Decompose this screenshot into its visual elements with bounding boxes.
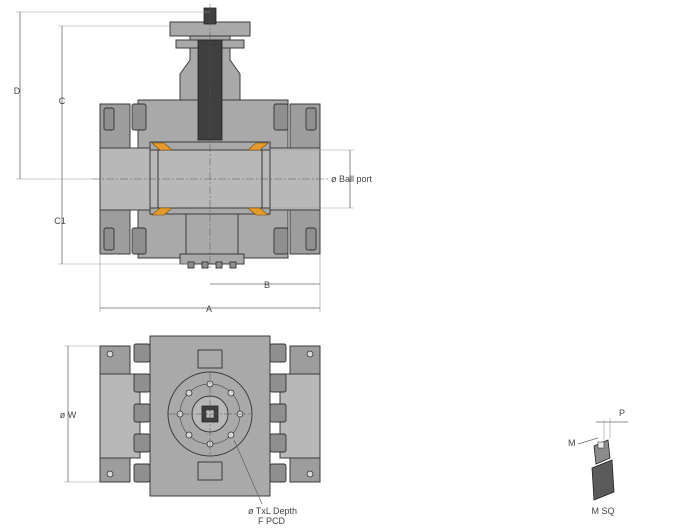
dim-label-B: B bbox=[264, 280, 270, 290]
side-section-view bbox=[92, 4, 330, 270]
pcd-leader bbox=[233, 439, 263, 505]
pad-top bbox=[197, 349, 223, 369]
dim-label-m-sq: M SQ bbox=[591, 506, 614, 516]
bolt-flange-lower-left bbox=[103, 227, 115, 251]
bolt-lower-right bbox=[273, 227, 289, 255]
bolt-flange-lower-right bbox=[305, 227, 317, 251]
lower-trunnion-plate bbox=[179, 253, 245, 265]
dim-label-f-pcd: F PCD bbox=[258, 516, 286, 526]
pcd-holes bbox=[176, 380, 244, 448]
stem-detail: P M M SQ bbox=[568, 408, 628, 516]
end-pipe-right bbox=[279, 373, 321, 459]
bolt-upper-right bbox=[273, 103, 289, 131]
bottom-stud-2 bbox=[201, 261, 209, 269]
dim-label-P: P bbox=[619, 408, 625, 418]
dim-label-W: ø W bbox=[60, 410, 77, 420]
dim-label-txl-depth: ø TxL Depth bbox=[248, 506, 297, 516]
dim-label-A: A bbox=[206, 304, 212, 314]
seat-upper-right bbox=[247, 142, 269, 151]
seat-lower-left bbox=[151, 207, 173, 216]
bolt-column-right bbox=[269, 343, 287, 483]
dim-label-M: M bbox=[568, 438, 576, 448]
seat-lower-right bbox=[247, 207, 269, 216]
dim-line-M bbox=[577, 437, 599, 445]
side-view-dimensions: D C C1 ø Ball port B A bbox=[14, 11, 373, 314]
pad-bottom bbox=[197, 461, 223, 481]
bolt-upper-left bbox=[131, 103, 147, 131]
seat-upper-left bbox=[151, 142, 173, 151]
end-view-dimensions: ø W ø TxL Depth F PCD bbox=[60, 345, 297, 526]
dim-label-ball-port: ø Ball port bbox=[331, 174, 373, 184]
bolt-lower-left bbox=[131, 227, 147, 255]
bottom-stud-4 bbox=[229, 261, 237, 269]
bottom-stud-3 bbox=[215, 261, 223, 269]
bolt-flange-upper-right bbox=[305, 107, 317, 131]
stem-shaft bbox=[591, 459, 615, 501]
end-pipe-left bbox=[99, 373, 141, 459]
bottom-stud-1 bbox=[187, 261, 195, 269]
bolt-column-left bbox=[133, 343, 151, 483]
dim-label-D: D bbox=[14, 86, 21, 96]
dim-label-C: C bbox=[59, 96, 66, 106]
end-view bbox=[99, 335, 321, 497]
bolt-flange-upper-left bbox=[103, 107, 115, 131]
dim-label-C1: C1 bbox=[54, 216, 66, 226]
